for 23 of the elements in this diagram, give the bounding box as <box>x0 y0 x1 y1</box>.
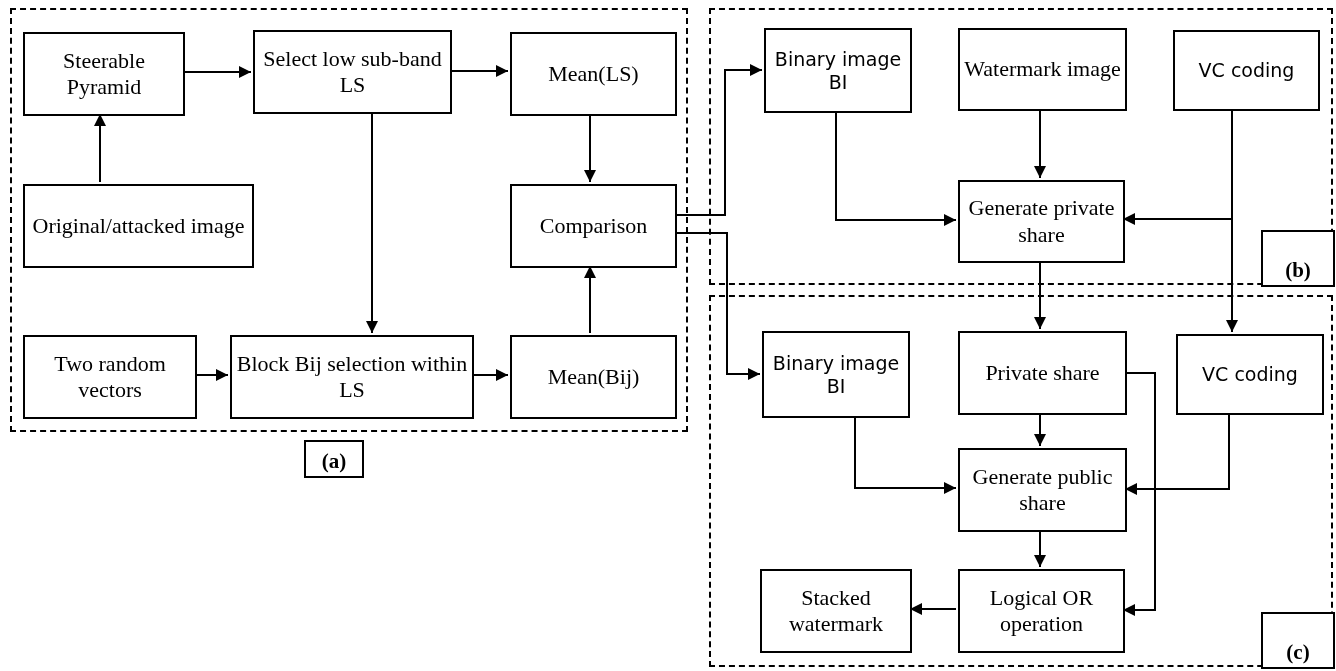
process-box: Generate public share <box>958 448 1127 532</box>
process-box: Original/attacked image <box>23 184 254 268</box>
process-box: Comparison <box>510 184 677 268</box>
process-box: Stacked watermark <box>760 569 912 653</box>
process-box: Steerable Pyramid <box>23 32 185 116</box>
process-box: Mean(Bij) <box>510 335 677 419</box>
process-box: Generate private share <box>958 180 1125 263</box>
process-box: VC coding <box>1176 334 1324 415</box>
process-box: Block Bij selection within LS <box>230 335 474 419</box>
panel-label: (a) <box>304 440 364 478</box>
process-box: VC coding <box>1173 30 1320 111</box>
panel-label: (c) <box>1261 612 1335 669</box>
process-box: Mean(LS) <box>510 32 677 116</box>
process-box: Logical OR operation <box>958 569 1125 653</box>
process-box: Private share <box>958 331 1127 415</box>
dashed-panel <box>709 8 1333 285</box>
process-box: Select low sub-band LS <box>253 30 452 114</box>
process-box: Binary image BI <box>764 28 912 113</box>
process-box: Binary image BI <box>762 331 910 418</box>
dashed-panel <box>709 295 1333 667</box>
panel-label: (b) <box>1261 230 1335 287</box>
process-box: Watermark image <box>958 28 1127 111</box>
process-box: Two random vectors <box>23 335 197 419</box>
